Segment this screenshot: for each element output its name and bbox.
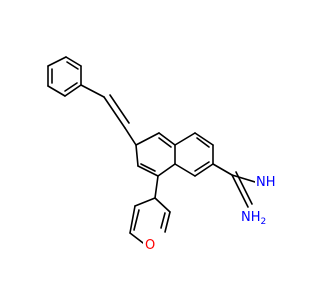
amine-subscript: 2 (261, 217, 267, 227)
label-furan-oxygen: O (143, 238, 157, 253)
bond (140, 163, 156, 172)
styryl-linker (80, 84, 137, 146)
bond (135, 132, 160, 146)
bond (129, 205, 136, 234)
bond (231, 174, 249, 208)
bond (160, 212, 166, 229)
bond (133, 209, 140, 231)
structure-drawing: NH NH2 O (47, 56, 276, 253)
bond (196, 137, 210, 148)
amine-nitrogen-label: NH2 (241, 210, 266, 227)
bond (212, 163, 233, 176)
bond (154, 197, 171, 213)
amidine-group (212, 163, 256, 208)
furan-ring (129, 175, 171, 247)
phenyl-ring (47, 56, 82, 97)
bond (64, 82, 78, 92)
bond (103, 96, 126, 129)
bond (65, 56, 82, 67)
bond (124, 127, 137, 146)
bond (174, 132, 196, 146)
label-imine-nitrogen: NH (255, 173, 276, 190)
bond (80, 84, 105, 98)
bond (194, 132, 214, 146)
bond (194, 163, 214, 177)
bond (164, 211, 171, 233)
bond (157, 163, 176, 177)
furan-oxygen-label: O (145, 238, 155, 253)
imine-nitrogen-label: NH (256, 175, 276, 190)
bond (154, 175, 159, 199)
molecule-canvas: NH NH2 O (47, 56, 276, 253)
bond (137, 165, 159, 177)
bond (47, 85, 66, 97)
bond (135, 144, 139, 167)
bond (66, 61, 79, 70)
bond (174, 163, 196, 177)
bond (109, 94, 130, 124)
bond (64, 84, 82, 97)
bond (158, 132, 176, 146)
label-amine-nitrogen: NH2 (239, 208, 271, 227)
bond (194, 161, 210, 172)
bond (231, 174, 256, 183)
bond (134, 197, 156, 207)
naphthalene-core (135, 132, 214, 177)
bond (158, 137, 172, 148)
bond (235, 171, 253, 205)
bond (47, 56, 67, 67)
